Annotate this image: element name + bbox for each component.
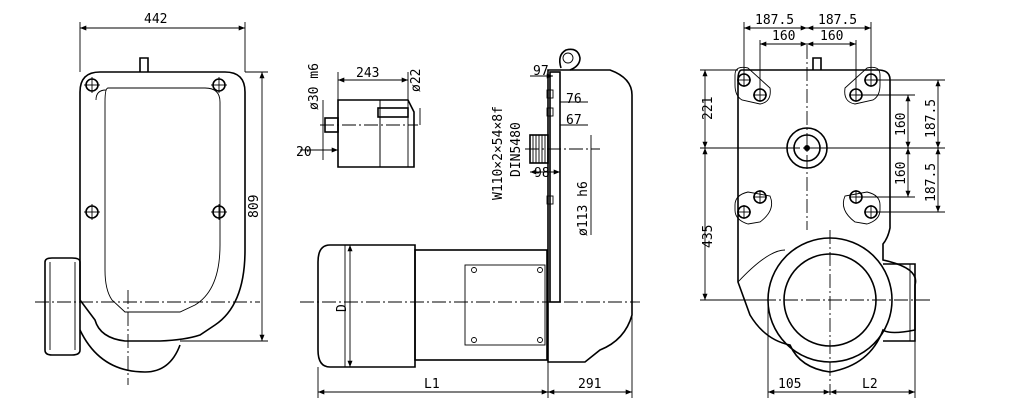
bolt-rear-bl xyxy=(753,190,767,204)
dim-291: 291 xyxy=(578,377,601,392)
spline-spec: W110×2×54×8f xyxy=(491,106,506,200)
front-view: 442 809 xyxy=(35,12,268,385)
dim-rear-right-160b: 160 xyxy=(894,162,909,185)
dim-shoulder: 20 xyxy=(296,145,312,160)
dim-98: 98 xyxy=(534,166,550,181)
bolt-front-tr xyxy=(211,77,227,93)
rear-view: 187.5 187.5 160 160 160 187.5 160 187.5 … xyxy=(700,13,945,398)
dim-rear-inner-left: 160 xyxy=(772,29,795,44)
spline-standard: DIN5480 xyxy=(509,122,524,177)
shaft-detail: 243 ø30 m6 ø22 20 xyxy=(296,63,424,168)
dim-l1: L1 xyxy=(424,377,440,392)
dim-shaft-length: 243 xyxy=(356,66,379,81)
dim-rear-right-187a: 187.5 xyxy=(924,99,939,138)
dim-rear-bottom-105: 105 xyxy=(778,377,801,392)
dim-key-dia: ø22 xyxy=(409,69,424,92)
dim-front-height: 809 xyxy=(247,195,262,218)
dim-rear-bottom-l2: L2 xyxy=(862,377,878,392)
dim-rear-top-left: 187.5 xyxy=(755,13,794,28)
dim-motor-dia: D xyxy=(335,304,350,312)
dim-rear-inner-right: 160 xyxy=(820,29,843,44)
dim-shaft-dia: ø30 m6 xyxy=(307,63,322,110)
side-view: 97 76 67 98 ø113 h6 W110×2×54×8f DIN5480… xyxy=(300,48,640,398)
bolt-rear-bl2 xyxy=(737,205,751,219)
dim-rear-left-435: 435 xyxy=(701,225,716,248)
dim-bore: ø113 h6 xyxy=(576,181,591,236)
dim-rear-left-221: 221 xyxy=(701,97,716,120)
dim-rear-top-right: 187.5 xyxy=(818,13,857,28)
dim-front-width: 442 xyxy=(144,12,167,27)
dim-76: 76 xyxy=(566,92,582,107)
bolt-front-bl xyxy=(84,204,100,220)
dim-67: 67 xyxy=(566,113,582,128)
dim-rear-right-187b: 187.5 xyxy=(924,163,939,202)
bolt-front-br xyxy=(211,204,227,220)
dim-rear-right-160a: 160 xyxy=(894,113,909,136)
dim-97: 97 xyxy=(533,64,549,79)
bolt-front-tl xyxy=(84,77,100,93)
